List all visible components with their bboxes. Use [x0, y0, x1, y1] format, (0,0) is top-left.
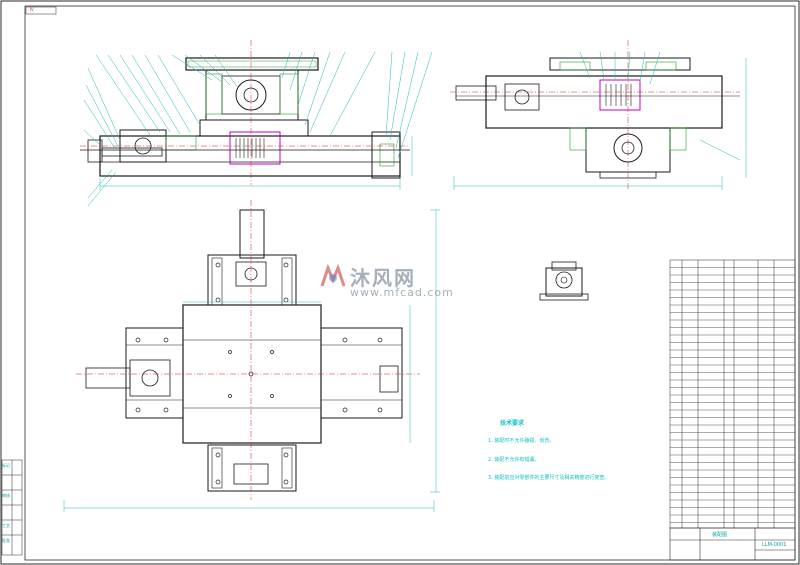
side-label-4: 批准 [2, 538, 10, 543]
corner-tag: Ⅳ [30, 7, 34, 12]
side-label-2: 审核 [2, 493, 10, 498]
tech-requirements-title: 技术要求 [500, 420, 525, 427]
top-view [63, 200, 440, 512]
title-block-code: LLM-0001 [762, 542, 787, 548]
tech-requirement-1: 1. 装配时不允许磕碰、划伤。 [488, 438, 555, 444]
side-view [450, 40, 747, 190]
watermark-text-en: www.mfcad.com [350, 286, 454, 299]
tech-requirement-2: 2. 装配不允许有错漏。 [488, 457, 540, 463]
side-label-1: 标记 [2, 463, 10, 468]
detail-view [539, 261, 589, 301]
watermark-logo-icon [320, 263, 346, 287]
title-block [669, 527, 796, 561]
title-block-name: 装配图 [712, 532, 728, 538]
watermark-text-cn: 沐风网 [350, 266, 416, 290]
left-side-strip [1, 459, 23, 556]
corner-tag-box [25, 6, 57, 15]
front-view [80, 40, 433, 207]
parts-list [669, 259, 796, 529]
side-label-3: 工艺 [2, 523, 10, 528]
tech-requirement-3: 3. 装配前应对零部件的主要尺寸及相关精度进行复查。 [488, 475, 610, 481]
